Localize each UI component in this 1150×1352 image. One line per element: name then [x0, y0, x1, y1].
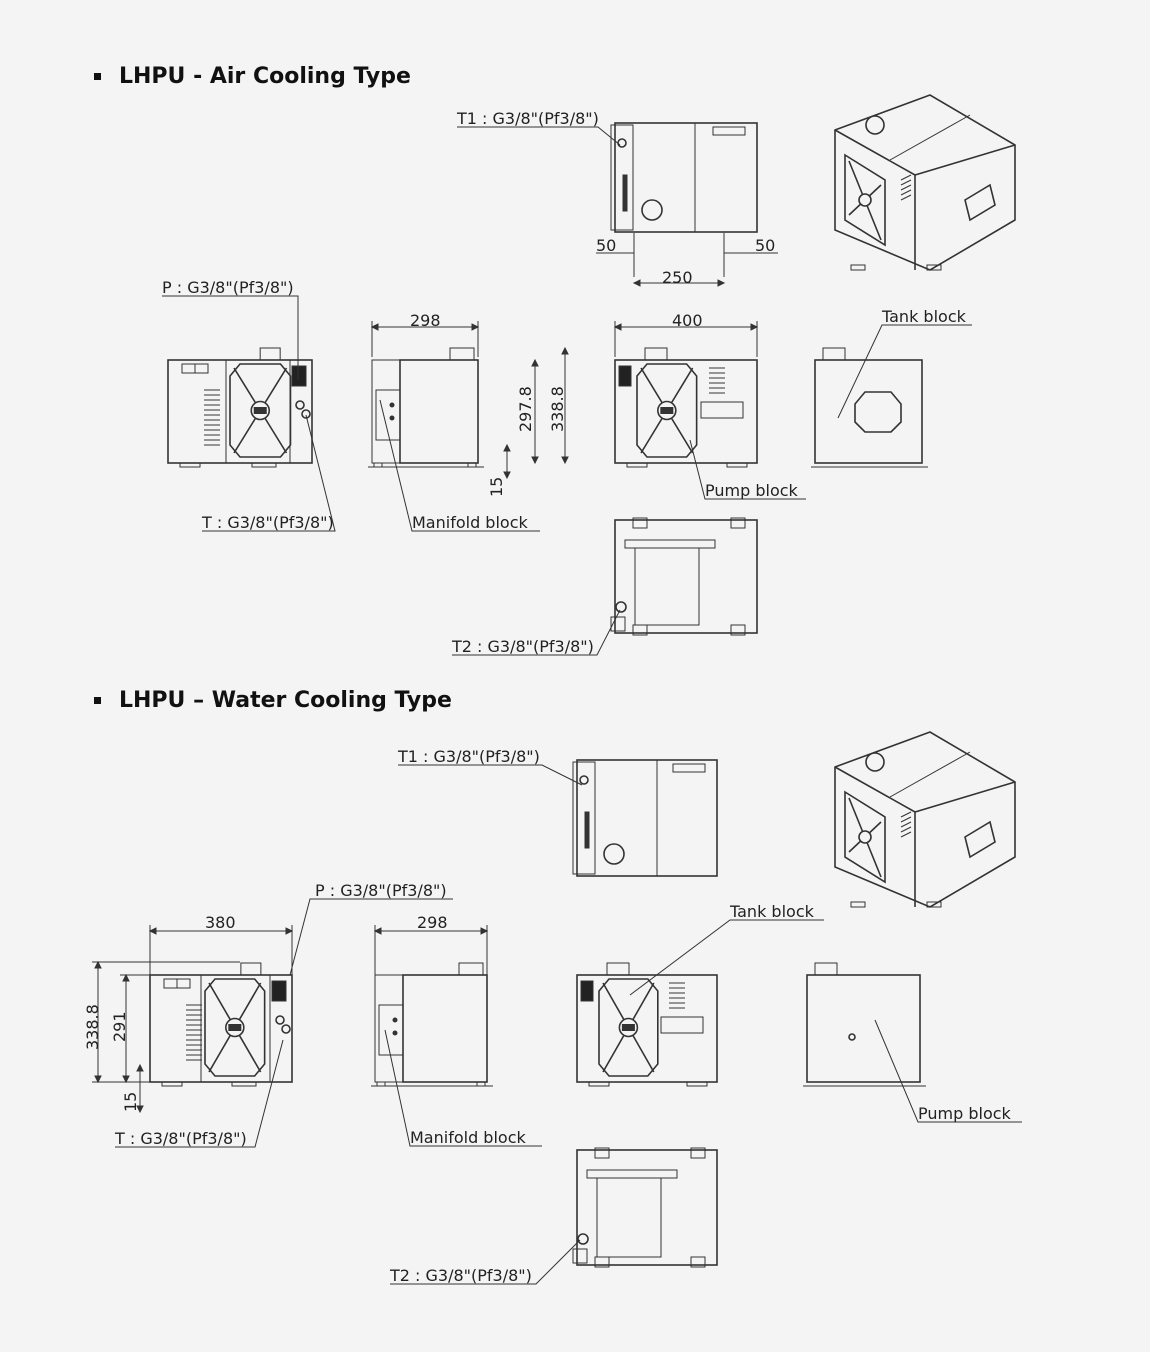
leader-water-manifold [384, 1029, 542, 1147]
leader-water-pump [874, 1019, 1022, 1123]
dim-water-side-width [373, 925, 489, 976]
leader-air-manifold [379, 399, 540, 532]
air-labels: T1 : G3/8"(Pf3/8") P : G3/8"(Pf3/8") T :… [162, 109, 967, 656]
label-p: P : G3/8"(Pf3/8") [162, 278, 294, 297]
leader-water-t [115, 1039, 284, 1148]
heading-text: LHPU – Water Cooling Type [119, 688, 452, 713]
water-rear-view [576, 962, 718, 1087]
water-top-view [572, 759, 718, 877]
dim-foot: 15 [121, 1092, 140, 1112]
dim-air-top-width [632, 233, 726, 287]
label-t: T : G3/8"(Pf3/8") [114, 1129, 247, 1148]
air-side-view [368, 347, 484, 468]
dim-foot: 15 [487, 477, 506, 497]
dim-water-15 [136, 1063, 144, 1114]
dim-top-left: 50 [596, 236, 616, 255]
dim-side-height: 297.8 [516, 386, 535, 432]
leader-water-t2 [390, 1239, 581, 1285]
water-labels: T1 : G3/8"(Pf3/8") P : G3/8"(Pf3/8") T :… [83, 747, 1012, 1285]
label-t2: T2 : G3/8"(Pf3/8") [451, 637, 594, 656]
leader-air-t2 [452, 609, 621, 656]
leader-air-p [162, 295, 299, 380]
dim-water-front-width [148, 925, 294, 976]
label-tank: Tank block [881, 307, 967, 326]
dim-side-width: 298 [417, 913, 448, 932]
leader-air-pump [689, 439, 806, 500]
dim-front-width: 380 [205, 913, 236, 932]
air-tank-side-view [811, 347, 928, 468]
section-heading-air: LHPU - Air Cooling Type [94, 64, 411, 89]
label-tank: Tank block [729, 902, 815, 921]
dim-air-338 [561, 346, 569, 465]
label-t1: T1 : G3/8"(Pf3/8") [456, 109, 599, 128]
label-t1: T1 : G3/8"(Pf3/8") [397, 747, 540, 766]
dim-front-height: 291 [110, 1011, 129, 1042]
leader-water-tank [629, 919, 824, 996]
dim-rear-width: 400 [672, 311, 703, 330]
leader-air-t1 [457, 126, 621, 146]
label-pump: Pump block [705, 481, 799, 500]
label-pump: Pump block [918, 1104, 1012, 1123]
air-bottom-view [610, 517, 758, 636]
label-t: T : G3/8"(Pf3/8") [201, 513, 334, 532]
label-manifold: Manifold block [412, 513, 528, 532]
leader-water-p [289, 898, 453, 976]
dim-air-297 [531, 358, 539, 465]
dim-air-rear-width [613, 321, 759, 357]
air-front-view [167, 347, 313, 468]
water-iso-view [834, 731, 1016, 908]
bullet-icon [94, 697, 101, 704]
air-top-view [610, 122, 758, 233]
label-manifold: Manifold block [410, 1128, 526, 1147]
dim-top-width: 250 [662, 268, 693, 287]
label-t2: T2 : G3/8"(Pf3/8") [389, 1266, 532, 1285]
dim-air-side-width [370, 321, 480, 357]
leader-air-t [202, 414, 336, 532]
dim-water-338 [94, 960, 102, 1084]
water-tank-side-view [803, 962, 926, 1087]
dim-water-291 [122, 973, 130, 1084]
bullet-icon [94, 73, 101, 80]
water-bottom-view [572, 1147, 718, 1268]
heading-text: LHPU - Air Cooling Type [119, 64, 411, 89]
water-front-view [149, 962, 293, 1087]
dim-top-right: 50 [755, 236, 775, 255]
section-heading-water: LHPU – Water Cooling Type [94, 688, 452, 713]
dim-front-total: 338.8 [83, 1004, 102, 1050]
air-rear-view [614, 347, 758, 468]
air-iso-view [834, 94, 1016, 271]
dim-side-total: 338.8 [548, 386, 567, 432]
water-side-view [371, 962, 493, 1087]
label-p: P : G3/8"(Pf3/8") [315, 881, 447, 900]
dim-side-width: 298 [410, 311, 441, 330]
leader-air-tank [837, 324, 972, 419]
leader-water-t1 [398, 764, 583, 786]
dim-air-15 [503, 443, 511, 480]
